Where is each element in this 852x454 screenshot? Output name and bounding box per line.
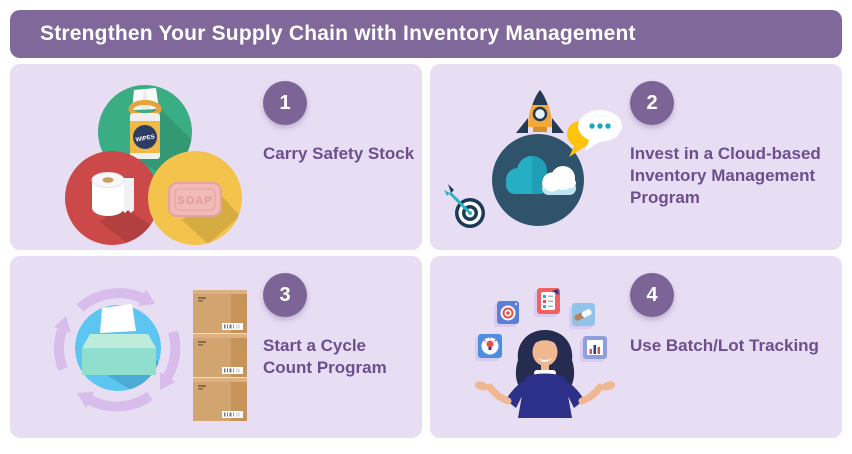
target-icon	[444, 184, 485, 228]
card-cloud-inventory-program: 2 Invest in a Cloud-based Inventory Mana…	[430, 64, 842, 250]
speech-bubble-icon	[567, 110, 622, 157]
cloud-icon	[492, 134, 584, 226]
step-number-badge: 3	[263, 273, 307, 317]
step-content: 4 Use Batch/Lot Tracking	[630, 273, 819, 357]
svg-text:WIPES: WIPES	[135, 134, 155, 143]
step-number-badge: 4	[630, 273, 674, 317]
lightbulb-tile-icon	[475, 334, 502, 361]
bar-chart-tile-icon	[580, 336, 607, 362]
tissue-box-icon	[75, 304, 161, 391]
step-label: Carry Safety Stock	[263, 144, 415, 163]
step-number-badge: 2	[630, 81, 674, 125]
step-number: 4	[646, 283, 658, 306]
card-cycle-count-program: 3 Start a Cycle Count Program	[10, 256, 422, 438]
step-content: 2 Invest in a Cloud-based Inventory Mana…	[630, 81, 842, 209]
step-number: 1	[279, 91, 291, 114]
cloud-rocket-illustration	[444, 90, 622, 228]
cycle-arrows-icon	[54, 288, 181, 412]
target-tile-icon	[494, 301, 519, 327]
card-carry-safety-stock: WIPES SOAP 1	[10, 64, 422, 250]
header-bar: Strengthen Your Supply Chain with Invent…	[10, 10, 842, 58]
cycle-count-illustration	[54, 288, 247, 421]
step-content: 3 Start a Cycle Count Program	[263, 273, 408, 379]
card-batch-lot-tracking: 4 Use Batch/Lot Tracking	[430, 256, 842, 438]
step-label: Invest in a Cloud-based Inventory Manage…	[630, 144, 821, 208]
step-label: Start a Cycle Count Program	[263, 336, 387, 378]
handshake-tile-icon	[569, 303, 595, 329]
step-label: Use Batch/Lot Tracking	[630, 336, 819, 355]
woman-illustration	[475, 330, 615, 418]
soap-icon: SOAP	[148, 151, 242, 245]
step-number: 2	[646, 91, 658, 114]
cardboard-boxes-icon	[193, 290, 247, 421]
checklist-tile-icon	[534, 288, 560, 317]
batch-tracking-illustration	[475, 288, 615, 418]
page-title: Strengthen Your Supply Chain with Invent…	[40, 22, 636, 45]
toilet-paper-icon	[65, 151, 159, 245]
step-content: 1 Carry Safety Stock	[263, 81, 414, 165]
safety-stock-illustration: WIPES SOAP	[65, 85, 242, 245]
svg-text:SOAP: SOAP	[177, 195, 212, 207]
rocket-icon	[516, 90, 564, 133]
step-number-badge: 1	[263, 81, 307, 125]
step-number: 3	[279, 283, 291, 306]
